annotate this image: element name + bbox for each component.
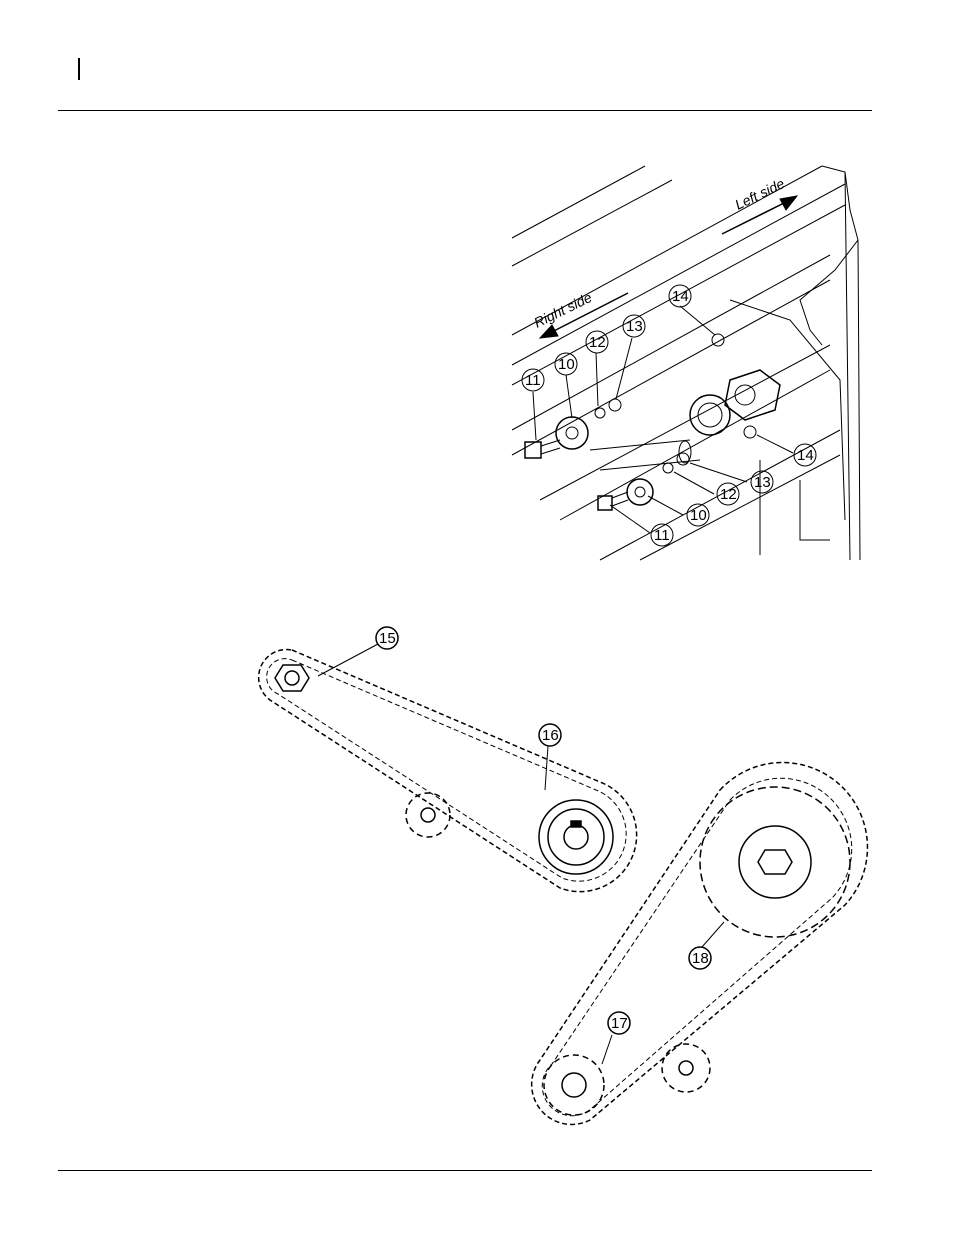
callout-13-lower: 13: [754, 474, 771, 491]
bottom-figure-text: 15 16 17 18: [379, 630, 709, 1032]
callout-14-lower: 14: [797, 447, 814, 464]
callout-15: 15: [379, 630, 396, 647]
callout-18: 18: [692, 950, 709, 967]
top-figure-text: Left side Right side 11 10 12 13 14 14 1…: [525, 175, 814, 544]
callout-10-upper: 10: [558, 356, 575, 373]
callout-16: 16: [542, 727, 559, 744]
callout-13-upper: 13: [626, 318, 643, 335]
callout-14-upper: 14: [672, 288, 689, 305]
callout-12-lower: 12: [720, 486, 737, 503]
callout-11-lower: 11: [654, 527, 670, 544]
callout-11-upper: 11: [525, 372, 541, 389]
bottom-figure: [259, 627, 868, 1124]
callout-12-upper: 12: [589, 334, 606, 351]
left-side-label: Left side: [732, 175, 787, 213]
right-side-label: Right side: [531, 289, 594, 331]
callout-17: 17: [611, 1015, 628, 1032]
callout-10-lower: 10: [690, 507, 707, 524]
